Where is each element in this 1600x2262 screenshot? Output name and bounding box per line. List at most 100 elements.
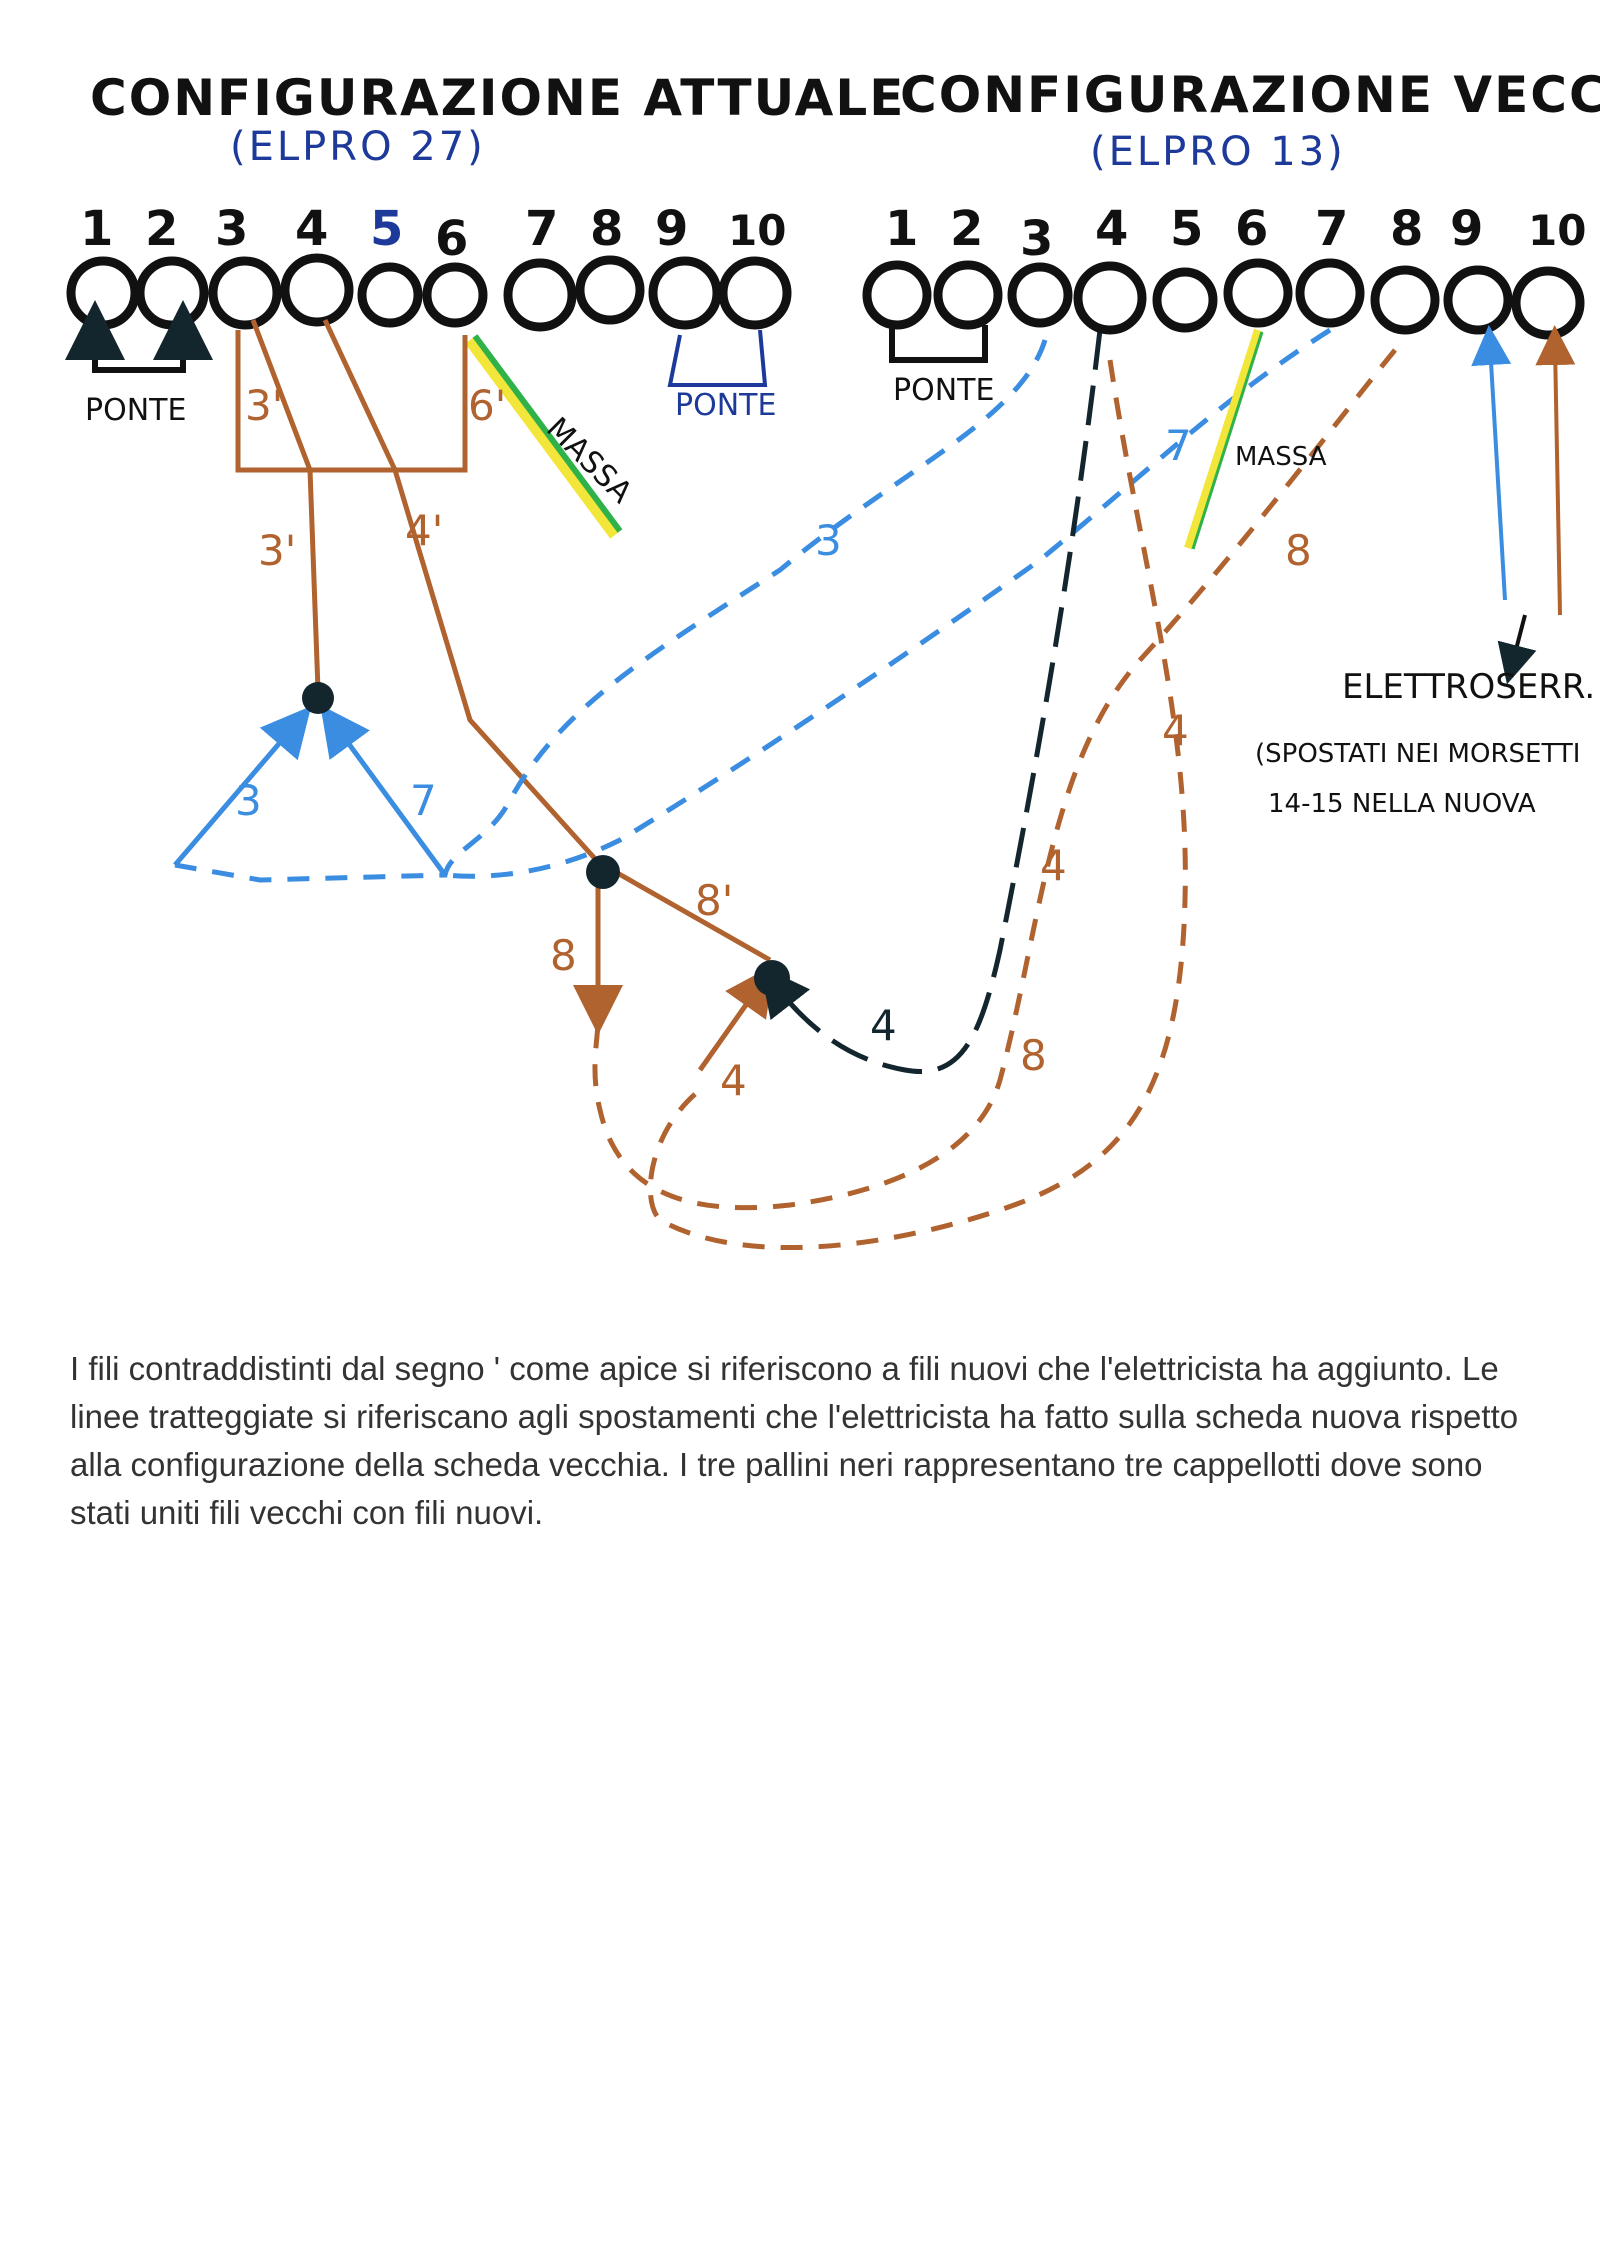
lock-note-1: (SPOSTATI NEI MORSETTI [1255, 739, 1580, 769]
wire-8p [596, 859, 772, 963]
left-terminal-number: 8 [590, 201, 623, 257]
left-ground-wire-green [472, 334, 623, 533]
left-bridge-1 [92, 300, 213, 373]
left-subtitle: (ELPRO 27) [230, 124, 486, 170]
junction-dot [302, 682, 334, 714]
left-terminal-number: 3 [215, 201, 248, 257]
right-terminal-number: 9 [1450, 201, 1483, 257]
wire-label-6p: 6' [468, 381, 506, 430]
wire-label-3p-a: 3' [245, 381, 283, 430]
right-terminal-strip [862, 258, 1585, 340]
right-terminal-number: 6 [1235, 201, 1268, 257]
brown-new-wires [235, 318, 775, 1072]
left-terminal-circle [66, 256, 140, 330]
right-ground-wire-green [1191, 331, 1264, 550]
wire-label-7: 7 [1165, 421, 1192, 470]
right-terminal-number: 3 [1020, 211, 1053, 267]
wire-4-up [697, 964, 775, 1072]
right-terminal-circle [1223, 258, 1293, 328]
right-terminal-circle [862, 260, 932, 330]
right-terminal-number: 2 [950, 201, 983, 257]
right-terminal-circle [933, 260, 1003, 330]
wire-3p-down [250, 319, 321, 691]
wire-4p-down [322, 318, 600, 864]
right-terminal-number: 1 [885, 201, 918, 257]
junction-label-7: 7 [410, 776, 437, 825]
wire-label-3p-b: 3' [258, 526, 296, 575]
right-terminal-number: 10 [1528, 206, 1586, 255]
junction-label-8: 8 [550, 931, 577, 980]
left-terminal-circle [208, 256, 282, 330]
brown-dashed-wires [592, 348, 1397, 1251]
left-bridge-2 [667, 329, 768, 387]
right-terminal-circle [1152, 267, 1218, 333]
right-terminal-numbers: 1 2 3 4 5 6 7 8 9 10 [885, 201, 1586, 267]
lock-note-2: 14-15 NELLA NUOVA [1268, 789, 1536, 819]
wire-label-8: 8 [1285, 526, 1312, 575]
junction-dots [302, 682, 790, 996]
left-terminal-number: 10 [728, 206, 786, 255]
right-subtitle: (ELPRO 13) [1090, 129, 1346, 175]
junction-dot [754, 960, 790, 996]
right-terminal-number: 8 [1390, 201, 1423, 257]
left-ground-wire-yellow [465, 336, 620, 539]
lock-wire-brown [1535, 325, 1576, 616]
diagram-caption: I fili contraddistinti dal segno ' come … [70, 1350, 1519, 1531]
right-terminal-number: 4 [1095, 201, 1128, 257]
left-title: CONFIGURAZIONE ATTUALE [90, 69, 905, 127]
right-terminal-circle [1443, 265, 1513, 335]
right-terminal-circle [1073, 261, 1147, 335]
left-terminal-circle [280, 253, 354, 327]
left-bridge-label-2: PONTE [675, 388, 776, 423]
left-terminal-number: 6 [435, 211, 468, 267]
blue-dashed-wires [174, 327, 1332, 883]
left-terminal-circle [422, 262, 488, 328]
dashed-wire-7 [444, 327, 1332, 879]
lock-wire-blue [1471, 325, 1512, 601]
wire-label-4-dashed: 4 [1040, 841, 1067, 890]
left-terminal-circle [575, 255, 645, 325]
right-terminal-circle [1370, 265, 1440, 335]
junction-dot [586, 855, 620, 889]
wire-label-4-dark: 4 [870, 1001, 897, 1050]
right-terminal-number: 5 [1170, 201, 1203, 257]
right-ground-wire-yellow [1184, 328, 1262, 550]
wire-label-3: 3 [815, 516, 842, 565]
left-terminal-circle [648, 256, 722, 330]
lock-label: ELETTROSERR. [1342, 667, 1595, 707]
left-terminal-number: 9 [655, 201, 688, 257]
left-terminal-circle [135, 256, 209, 330]
right-bridge-label: PONTE [893, 373, 994, 408]
wire-7-to-junction [320, 704, 448, 877]
left-terminal-circle [503, 258, 577, 332]
wiring-diagram: CONFIGURAZIONE ATTUALE (ELPRO 27) CONFIG… [65, 66, 1600, 1251]
lock-pointer-arrow [1497, 614, 1537, 685]
junction-label-3: 3 [235, 776, 262, 825]
left-terminal-number: 7 [525, 201, 558, 257]
right-terminal-circle [1007, 262, 1073, 328]
left-bridge-label-1: PONTE [85, 393, 186, 428]
left-terminal-circle [357, 262, 423, 328]
left-terminal-number: 5 [370, 201, 403, 257]
dark-wire-4 [759, 329, 1103, 1074]
right-bridge [889, 325, 988, 363]
right-terminal-number: 7 [1315, 201, 1348, 257]
left-terminal-circle [718, 256, 792, 330]
right-terminal-circle [1295, 258, 1365, 328]
wire-label-4p: 4' [405, 506, 443, 555]
left-terminal-number: 1 [80, 201, 113, 257]
wire-label-8-dashed: 8 [1020, 1031, 1047, 1080]
right-ground-label: MASSA [1235, 442, 1327, 472]
left-terminal-strip [66, 253, 792, 332]
wire-3p-6p-loop [235, 330, 468, 473]
left-terminal-number: 4 [295, 201, 328, 257]
dashed-wire-3 [174, 339, 1048, 883]
blue-junction-wires [173, 704, 448, 877]
wire-label-4-dashed-b: 4 [1162, 706, 1189, 755]
dashed-wire-4 [647, 359, 1188, 1251]
right-title: CONFIGURAZIONE VECCHIA [900, 66, 1600, 124]
wire-3-to-junction [173, 706, 312, 867]
right-terminal-circle [1511, 266, 1585, 340]
left-terminal-numbers: 1 2 3 4 5 6 7 8 9 10 [80, 201, 786, 267]
left-terminal-number: 2 [145, 201, 178, 257]
